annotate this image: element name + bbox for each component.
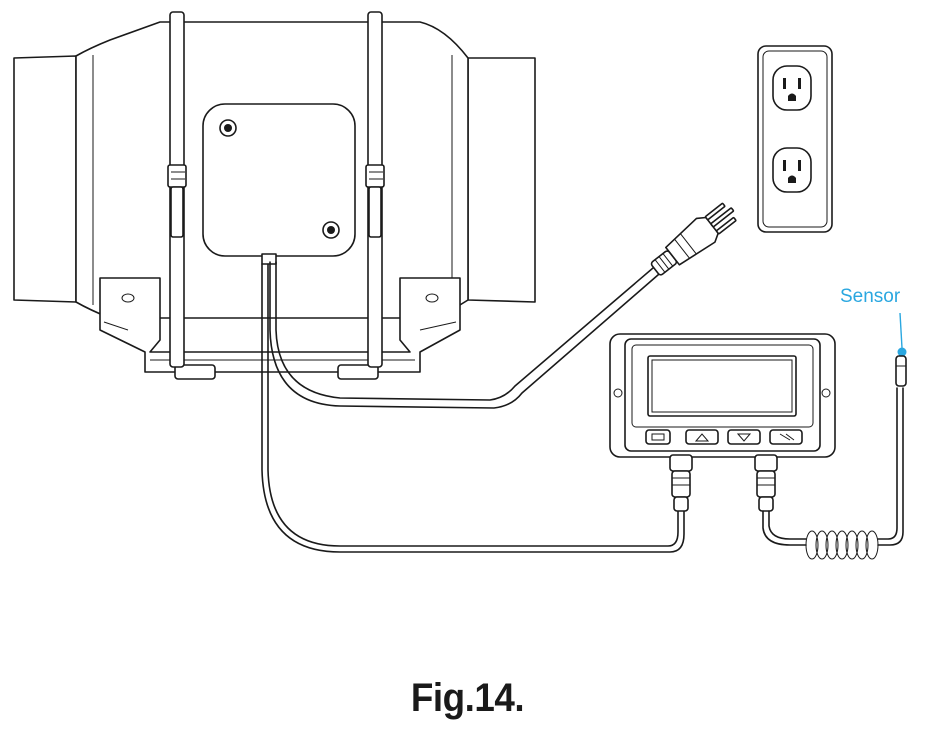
power-cable	[269, 261, 667, 409]
sensor-label: Sensor	[840, 286, 901, 307]
controller-buttons	[645, 429, 803, 445]
figure-caption: Fig.14.	[410, 676, 525, 720]
sensor-cable	[762, 387, 904, 560]
power-plug-icon	[650, 202, 737, 276]
sensor-probe-icon	[895, 312, 907, 387]
inline-fan-icon	[13, 11, 536, 380]
controller-connector-left	[669, 454, 693, 512]
controller-cable	[261, 263, 685, 553]
controller-icon	[609, 333, 836, 512]
coil-loops	[805, 530, 879, 560]
controller-connector-right	[754, 454, 778, 512]
wall-outlet-icon	[757, 45, 833, 233]
